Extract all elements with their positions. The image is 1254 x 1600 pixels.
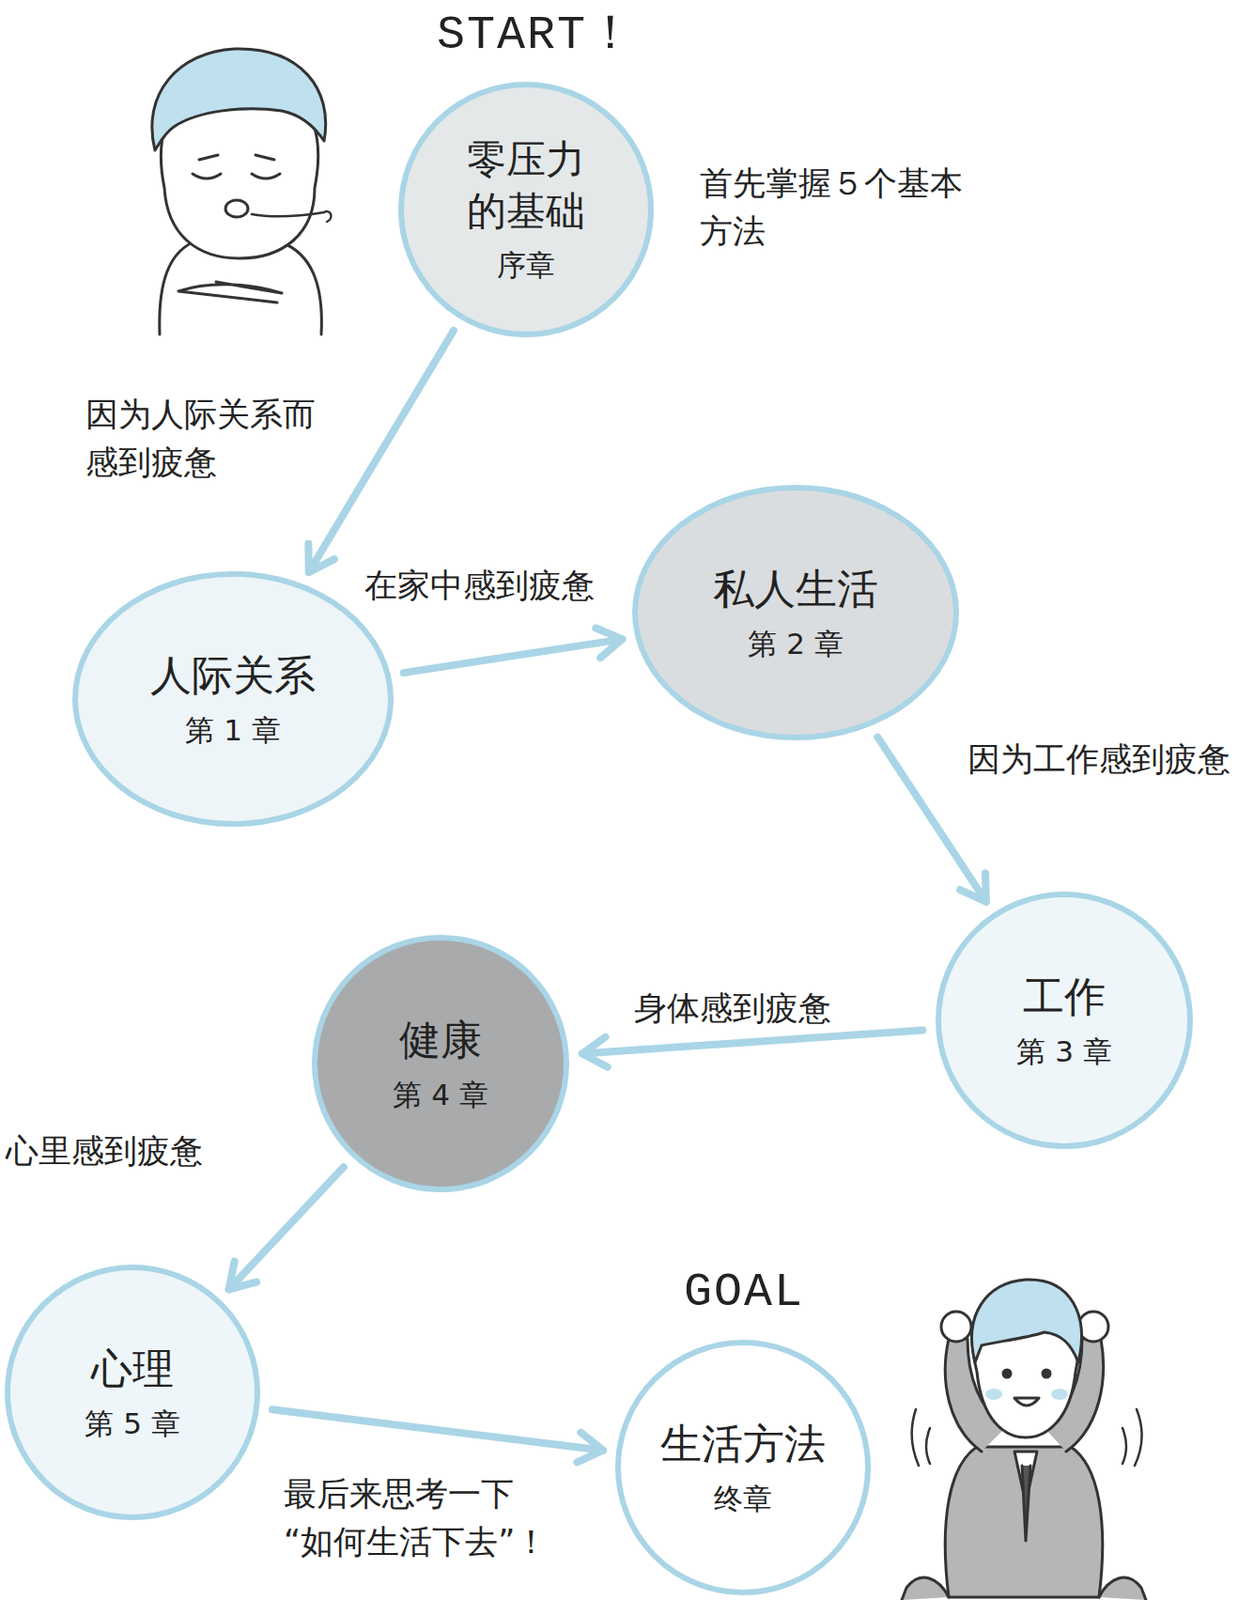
tired-person bbox=[152, 48, 332, 335]
circle-content: 零压力 的基础序章 bbox=[461, 134, 592, 284]
note-text: 首先掌握５个基本 方法 bbox=[699, 159, 980, 256]
chapter-number: 第 4 章 bbox=[392, 1075, 488, 1114]
edge-label: 因为人际关系而 感到疲惫 bbox=[85, 390, 329, 487]
flow-marker: GOAL bbox=[683, 1258, 805, 1328]
chapter-circle: 工作第 3 章 bbox=[935, 891, 1193, 1149]
circle-content: 工作第 3 章 bbox=[1016, 969, 1112, 1070]
flow-arrow bbox=[403, 627, 623, 673]
circle-content: 心理第 5 章 bbox=[84, 1341, 180, 1442]
chapter-number: 第 2 章 bbox=[747, 624, 843, 663]
chapter-number: 终章 bbox=[713, 1479, 773, 1518]
flow-marker: START！ bbox=[436, 1, 636, 71]
circle-content: 生活方法终章 bbox=[660, 1416, 826, 1518]
circle-title: 工作 bbox=[1022, 969, 1106, 1023]
flow-arrow bbox=[582, 1029, 924, 1067]
edge-label: 身体感到疲惫 bbox=[634, 984, 832, 1033]
chapter-circle: 零压力 的基础序章 bbox=[398, 81, 654, 338]
flow-arrow bbox=[272, 1408, 604, 1462]
chapter-number: 第 3 章 bbox=[1016, 1032, 1112, 1070]
chapter-circle: 健康第 4 章 bbox=[311, 934, 570, 1193]
edge-label: 在家中感到疲惫 bbox=[364, 561, 595, 610]
edge-label: 心里感到疲惫 bbox=[5, 1127, 203, 1176]
circle-content: 私人生活第 2 章 bbox=[712, 561, 879, 663]
circle-title: 人际关系 bbox=[150, 648, 316, 702]
chapter-number: 第 1 章 bbox=[185, 711, 280, 749]
circle-title: 心理 bbox=[91, 1341, 174, 1395]
circle-title: 私人生活 bbox=[712, 561, 879, 616]
flow-arrow bbox=[229, 1166, 344, 1289]
chapter-circle: 人际关系第 1 章 bbox=[72, 571, 394, 827]
circle-title: 健康 bbox=[399, 1012, 482, 1067]
circle-title: 生活方法 bbox=[660, 1416, 826, 1471]
chapter-number: 序章 bbox=[496, 246, 556, 284]
chapter-circle: 生活方法终章 bbox=[615, 1339, 871, 1595]
chapter-circle: 心理第 5 章 bbox=[4, 1264, 261, 1520]
circle-content: 人际关系第 1 章 bbox=[150, 648, 316, 749]
happy-man bbox=[901, 1279, 1146, 1600]
circle-content: 健康第 4 章 bbox=[392, 1012, 488, 1114]
circle-title: 零压力 的基础 bbox=[461, 134, 592, 237]
flow-arrow bbox=[308, 330, 454, 573]
chapter-number: 第 5 章 bbox=[84, 1404, 180, 1442]
chapter-circle: 私人生活第 2 章 bbox=[632, 484, 960, 741]
edge-label: 最后来思考一下 “如何生活下去”！ bbox=[283, 1470, 600, 1566]
edge-label: 因为工作感到疲惫 bbox=[967, 735, 1231, 784]
